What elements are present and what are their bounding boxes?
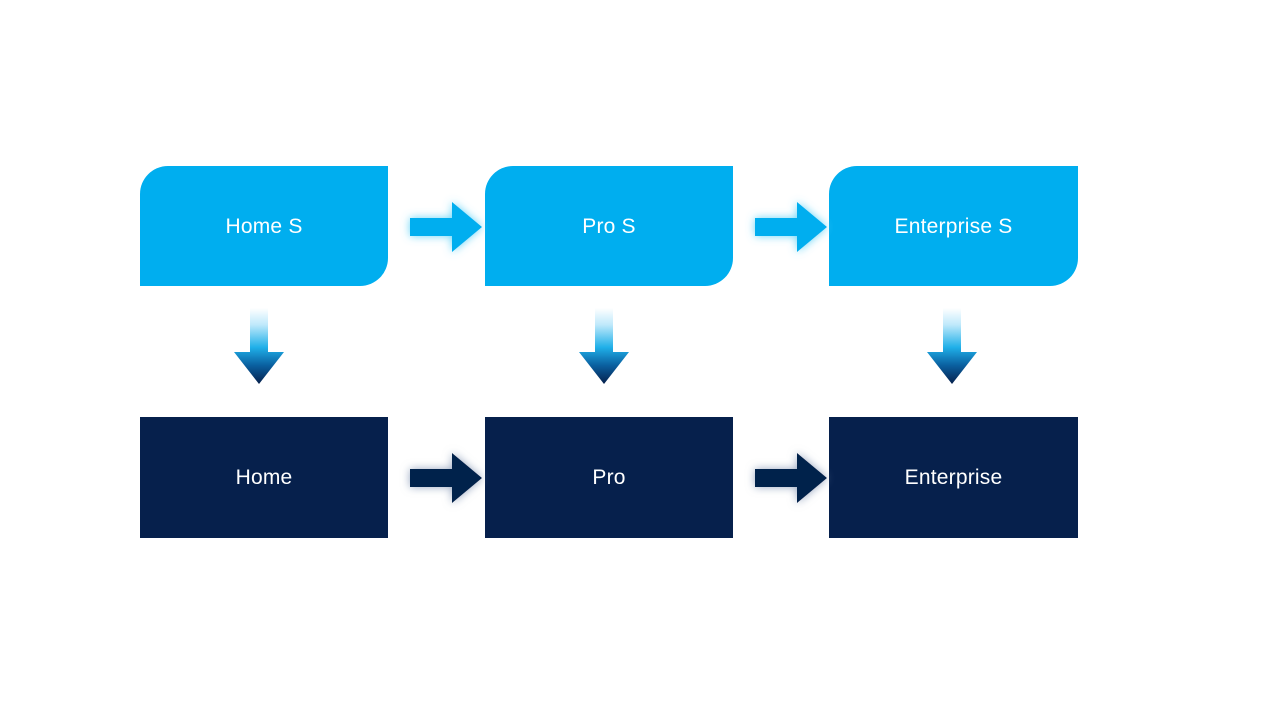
node-pro-label: Pro — [592, 466, 626, 489]
node-home-s-label: Home S — [225, 214, 303, 238]
arrow-right-icon-pro-s-to-enterprise-s — [749, 196, 833, 258]
node-enterprise-s-label: Enterprise S — [894, 214, 1013, 238]
arrow-right-icon-pro-to-enterprise — [749, 447, 833, 509]
arrow-down-icon-home-s-to-home — [228, 306, 290, 390]
arrow-down-icon-enterprise-s-to-enterprise — [921, 306, 983, 390]
node-enterprise[interactable]: Enterprise — [829, 417, 1078, 538]
node-enterprise-s[interactable]: Enterprise S — [829, 166, 1078, 286]
node-enterprise-label: Enterprise — [904, 466, 1003, 489]
node-home-s[interactable]: Home S — [140, 166, 388, 286]
node-pro-s[interactable]: Pro S — [485, 166, 733, 286]
node-home-label: Home — [235, 466, 293, 489]
arrow-right-icon-home-to-pro — [404, 447, 488, 509]
node-pro[interactable]: Pro — [485, 417, 733, 538]
arrow-down-icon-pro-s-to-pro — [573, 306, 635, 390]
node-home[interactable]: Home — [140, 417, 388, 538]
node-pro-s-label: Pro S — [582, 214, 636, 238]
arrow-right-icon-home-s-to-pro-s — [404, 196, 488, 258]
